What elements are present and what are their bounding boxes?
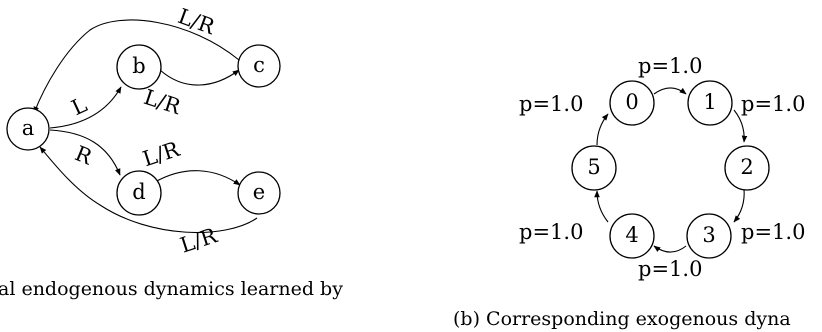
edge-3-to-4 <box>653 245 687 253</box>
node-3: 3 <box>686 213 732 259</box>
edge-label-4-to-5: p=1.0 <box>519 220 583 244</box>
node-0: 0 <box>609 80 655 126</box>
exogenous-graph: 0 1 2 3 4 5 p=1.0 p=1.0 p=1.0 p=1.0 p=1.… <box>519 54 805 281</box>
node-a: a <box>6 107 50 151</box>
endogenous-graph: a b c d e L/R L L/R R L/R L/R <box>6 4 281 258</box>
node-b-label: b <box>132 54 145 78</box>
edge-label-d-to-a: R <box>72 141 97 170</box>
edge-label-b-to-c: L/R <box>141 85 185 120</box>
node-5-label: 5 <box>587 155 600 179</box>
edge-e-to-a <box>39 146 258 234</box>
node-5: 5 <box>571 145 617 191</box>
edge-label-e-to-a: L/R <box>177 223 221 258</box>
edge-label-c-to-a: L/R <box>175 4 219 40</box>
caption-left: al endogenous dynamics learned by <box>0 278 343 300</box>
edge-label-5-to-0: p=1.0 <box>519 92 583 116</box>
node-e: e <box>237 171 281 215</box>
node-c-label: c <box>253 53 265 77</box>
edge-label-2-to-3: p=1.0 <box>741 220 805 244</box>
node-d: d <box>116 170 162 216</box>
node-0-label: 0 <box>625 90 638 114</box>
edge-a-to-b <box>49 86 122 129</box>
edge-label-3-to-4: p=1.0 <box>638 257 702 281</box>
edge-a-to-d <box>49 129 121 176</box>
caption-right: (b) Corresponding exogenous dyna <box>453 308 791 330</box>
edge-label-a-to-d: L/R <box>140 137 184 172</box>
node-3-label: 3 <box>702 223 715 247</box>
edge-1-to-2 <box>733 109 748 143</box>
edge-b-to-c <box>159 69 240 86</box>
edge-c-to-a <box>33 19 240 114</box>
edge-5-to-0 <box>596 113 609 146</box>
node-c: c <box>237 44 281 88</box>
node-a-label: a <box>22 116 35 140</box>
node-4: 4 <box>609 213 655 259</box>
edge-label-a-to-b: L <box>68 92 91 120</box>
node-1-label: 1 <box>703 90 716 114</box>
node-d-label: d <box>132 180 145 204</box>
node-4-label: 4 <box>625 223 638 247</box>
node-2-label: 2 <box>740 155 753 179</box>
edge-0-to-1 <box>653 87 687 95</box>
edge-label-1-to-2: p=1.0 <box>741 92 805 116</box>
node-2: 2 <box>724 145 770 191</box>
edge-d-to-e <box>154 170 241 186</box>
edge-2-to-3 <box>733 188 745 223</box>
node-1: 1 <box>687 80 733 126</box>
edge-label-0-to-1: p=1.0 <box>638 54 702 78</box>
edge-4-to-5 <box>594 190 609 223</box>
node-b: b <box>116 44 162 90</box>
node-e-label: e <box>253 180 265 204</box>
